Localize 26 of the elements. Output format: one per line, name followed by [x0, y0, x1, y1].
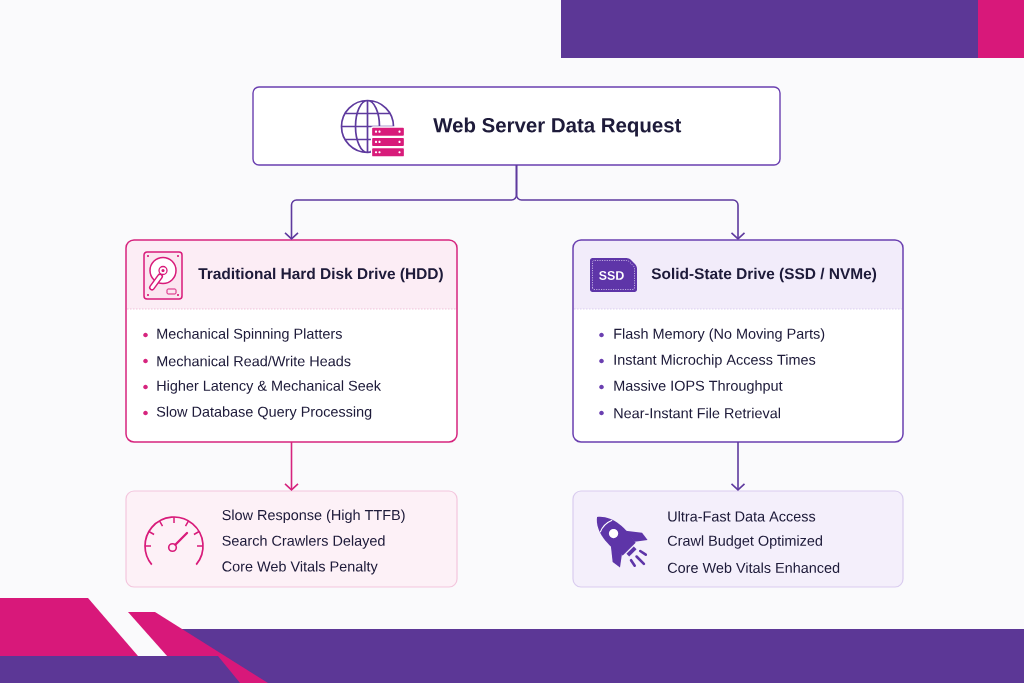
box-title: Web Server Data Request	[433, 117, 682, 137]
result-text: Search Crawlers Delayed	[222, 535, 385, 549]
list-item: Massive IOPS Throughput	[614, 380, 783, 394]
card-heading: Solid-State Drive (SSD / NVMe)	[651, 267, 877, 283]
list-item: Mechanical Read/Write Heads	[157, 355, 351, 367]
result-box	[125, 490, 458, 588]
drive-card	[125, 239, 458, 443]
list-item: Flash Memory (No Moving Parts)	[614, 328, 825, 342]
result-text: Slow Response (High TTFB)	[222, 509, 405, 524]
arrow	[515, 164, 746, 240]
card-heading: Traditional Hard Disk Drive (HDD)	[198, 267, 443, 283]
result-box	[572, 490, 904, 588]
result-text: Crawl Budget Optimized	[667, 535, 822, 549]
arrow	[284, 441, 299, 491]
list-item: Instant Microchip Access Times	[614, 354, 816, 368]
result-text: Core Web Vitals Penalty	[222, 560, 378, 575]
list-item: Slow Database Query Processing	[156, 406, 372, 420]
arrow	[730, 441, 746, 491]
drive-card	[572, 239, 904, 443]
list-item: Near-Instant File Retrieval	[614, 407, 780, 419]
result-text: Core Web Vitals Enhanced	[667, 562, 840, 573]
result-text: Ultra-Fast Data Access	[668, 511, 816, 522]
list-item: Higher Latency & Mechanical Seek	[157, 380, 381, 394]
icon-label: SSD	[599, 271, 624, 280]
process-box	[252, 86, 781, 166]
list-item: Mechanical Spinning Platters	[157, 328, 342, 342]
